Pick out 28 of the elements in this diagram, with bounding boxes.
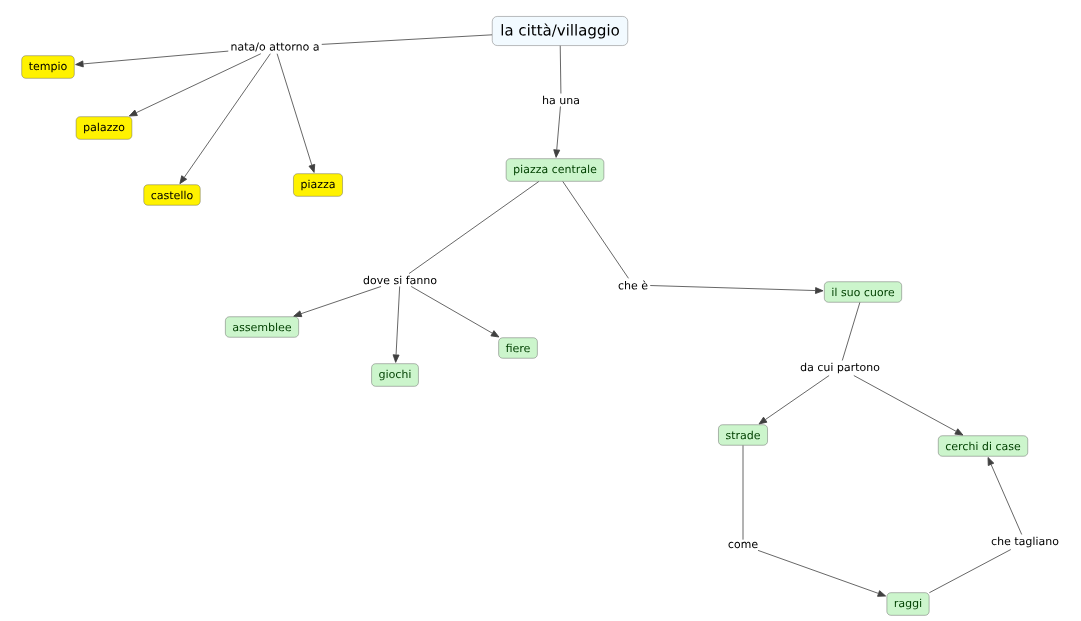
concept-box: la città/villaggio: [492, 16, 628, 46]
concept-box: cerchi di case: [938, 435, 1028, 457]
arrow: [987, 457, 1023, 535]
concept-box: giochi: [371, 363, 419, 387]
arrow: [75, 50, 229, 68]
concept-box: strade: [718, 424, 768, 446]
arrow: [179, 53, 271, 185]
arrow: [276, 53, 316, 173]
arrow: [128, 53, 262, 117]
concept-box: raggi: [886, 592, 930, 616]
arrow: [757, 549, 887, 597]
arrow: [853, 375, 964, 436]
arrow: [649, 285, 824, 294]
linking-phrase: nata/o attorno a: [228, 40, 322, 54]
concept-box: fiere: [498, 337, 538, 359]
arrow: [392, 286, 401, 363]
concept-box: piazza centrale: [505, 158, 605, 182]
concept-box: il suo cuore: [824, 281, 902, 303]
concept-box: castello: [143, 184, 201, 206]
concept-box: tempio: [21, 55, 75, 79]
concept-box: assemblee: [225, 316, 299, 338]
arrow: [293, 286, 382, 318]
arrow: [410, 286, 500, 338]
concept-box: palazzo: [75, 116, 133, 140]
linking-phrase: come: [725, 539, 761, 551]
arrow: [758, 375, 830, 425]
concept-box: piazza: [293, 173, 343, 197]
arrow: [553, 106, 561, 158]
